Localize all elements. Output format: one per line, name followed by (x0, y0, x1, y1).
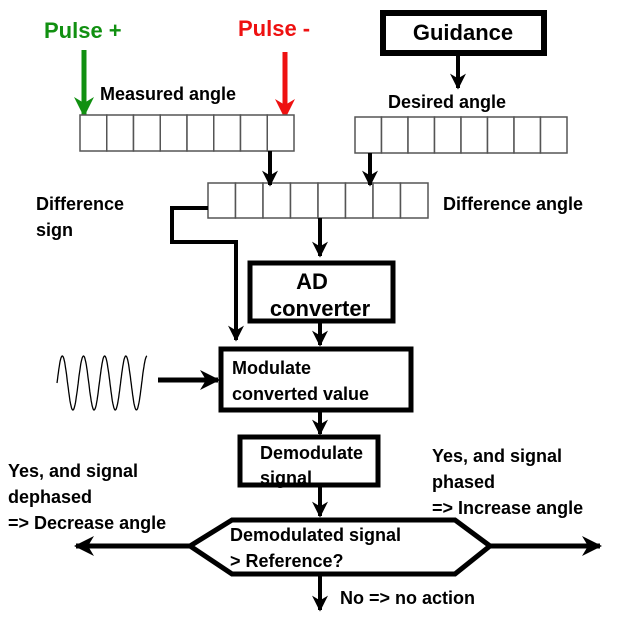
guidance-box (380, 10, 547, 56)
demodulate-box (237, 434, 381, 488)
register-cell (399, 182, 429, 219)
register-cell (132, 114, 161, 152)
register-cell (106, 114, 135, 152)
register-cell (372, 182, 402, 219)
register-cell (486, 116, 515, 154)
measured-angle-register (79, 114, 295, 152)
no-action-label: No => no action (340, 588, 475, 608)
register-cell (79, 114, 108, 152)
demodulate-label-2: signal (260, 468, 312, 488)
pulse-plus-label: Pulse + (44, 18, 122, 43)
modulate-box (218, 346, 414, 413)
register-cell (433, 116, 462, 154)
left-outcome-3: => Decrease angle (8, 513, 166, 533)
register-cell (186, 114, 215, 152)
measured-angle-label: Measured angle (100, 84, 236, 104)
register-cell (317, 182, 347, 219)
guidance-label: Guidance (413, 20, 513, 45)
left-outcome-2: dephased (8, 487, 92, 507)
demodulate-label-1: Demodulate (260, 443, 363, 463)
sign-arrow (170, 206, 244, 342)
right-outcome-1: Yes, and signal (432, 446, 562, 466)
decision-label-1: Demodulated signal (230, 525, 401, 545)
ad-converter-label-1: AD (296, 269, 328, 294)
register-cell (262, 182, 292, 219)
register-cell (380, 116, 409, 154)
ad-converter-label-2: converter (270, 296, 371, 321)
modulate-label-1: Modulate (232, 358, 311, 378)
sine-wave-icon (56, 355, 148, 411)
pulse-minus-label: Pulse - (238, 16, 310, 41)
ad-converter-box (247, 260, 396, 324)
desired-angle-register (354, 116, 568, 154)
left-outcome-1: Yes, and signal (8, 461, 138, 481)
register-cell (344, 182, 374, 219)
register-cell (239, 114, 268, 152)
difference-sign-label-2: sign (36, 220, 73, 240)
register-cell (159, 114, 188, 152)
register-cell (234, 182, 264, 219)
difference-angle-label: Difference angle (443, 194, 583, 214)
register-cell (513, 116, 542, 154)
register-cell (407, 116, 436, 154)
register-cell (266, 114, 295, 152)
register-cell (460, 116, 489, 154)
decision-label-2: > Reference? (230, 551, 344, 571)
desired-angle-label: Desired angle (388, 92, 506, 112)
difference-sign-label-1: Difference (36, 194, 124, 214)
register-cell (207, 182, 237, 219)
modulate-label-2: converted value (232, 384, 369, 404)
right-outcome-3: => Increase angle (432, 498, 583, 518)
difference-angle-register (207, 182, 429, 219)
register-cell (289, 182, 319, 219)
right-outcome-2: phased (432, 472, 495, 492)
register-cell (354, 116, 383, 154)
register-cell (539, 116, 568, 154)
register-cell (213, 114, 242, 152)
